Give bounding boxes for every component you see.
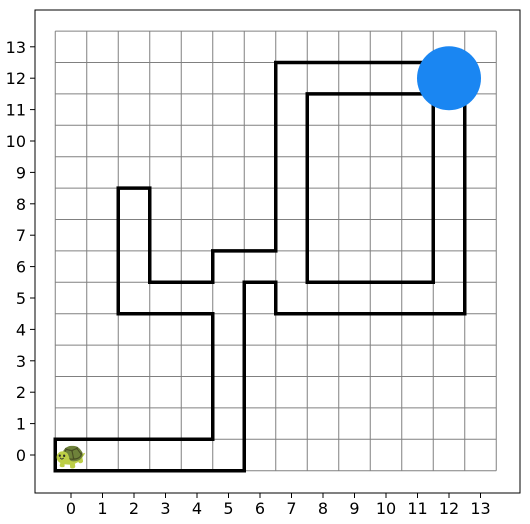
y-tick-label: 8 bbox=[16, 195, 26, 214]
y-tick-label: 3 bbox=[16, 352, 26, 371]
goal-circle bbox=[417, 46, 481, 111]
turtle-icon: 🐢 bbox=[55, 441, 87, 471]
y-tick-label: 10 bbox=[6, 132, 26, 151]
x-tick-label: 10 bbox=[376, 499, 396, 518]
x-tick-label: 3 bbox=[160, 499, 170, 518]
turtle-marker: 🐢 bbox=[55, 441, 87, 471]
x-tick-label: 9 bbox=[349, 499, 359, 518]
x-tick-label: 11 bbox=[407, 499, 427, 518]
y-tick-label: 11 bbox=[6, 101, 26, 120]
x-tick-label: 7 bbox=[286, 499, 296, 518]
maze-wall bbox=[53, 60, 467, 473]
x-tick-label: 0 bbox=[66, 499, 76, 518]
y-tick-label: 2 bbox=[16, 383, 26, 402]
y-tick-label: 1 bbox=[16, 415, 26, 434]
y-tick-label: 0 bbox=[16, 446, 26, 465]
y-tick-label: 9 bbox=[16, 163, 26, 182]
y-tick-label: 12 bbox=[6, 69, 26, 88]
x-tick-label: 6 bbox=[255, 499, 265, 518]
y-tick-label: 13 bbox=[6, 38, 26, 57]
x-tick-label: 13 bbox=[470, 499, 490, 518]
x-tick-label: 1 bbox=[97, 499, 107, 518]
y-tick-label: 6 bbox=[16, 258, 26, 277]
y-tick-label: 4 bbox=[16, 320, 26, 339]
y-tick-label: 7 bbox=[16, 226, 26, 245]
x-tick-label: 12 bbox=[439, 499, 459, 518]
x-tick-label: 8 bbox=[318, 499, 328, 518]
x-tick-label: 2 bbox=[129, 499, 139, 518]
y-tick-label: 5 bbox=[16, 289, 26, 308]
x-tick-label: 4 bbox=[192, 499, 202, 518]
goal-marker bbox=[417, 46, 481, 111]
x-tick-label: 5 bbox=[223, 499, 233, 518]
